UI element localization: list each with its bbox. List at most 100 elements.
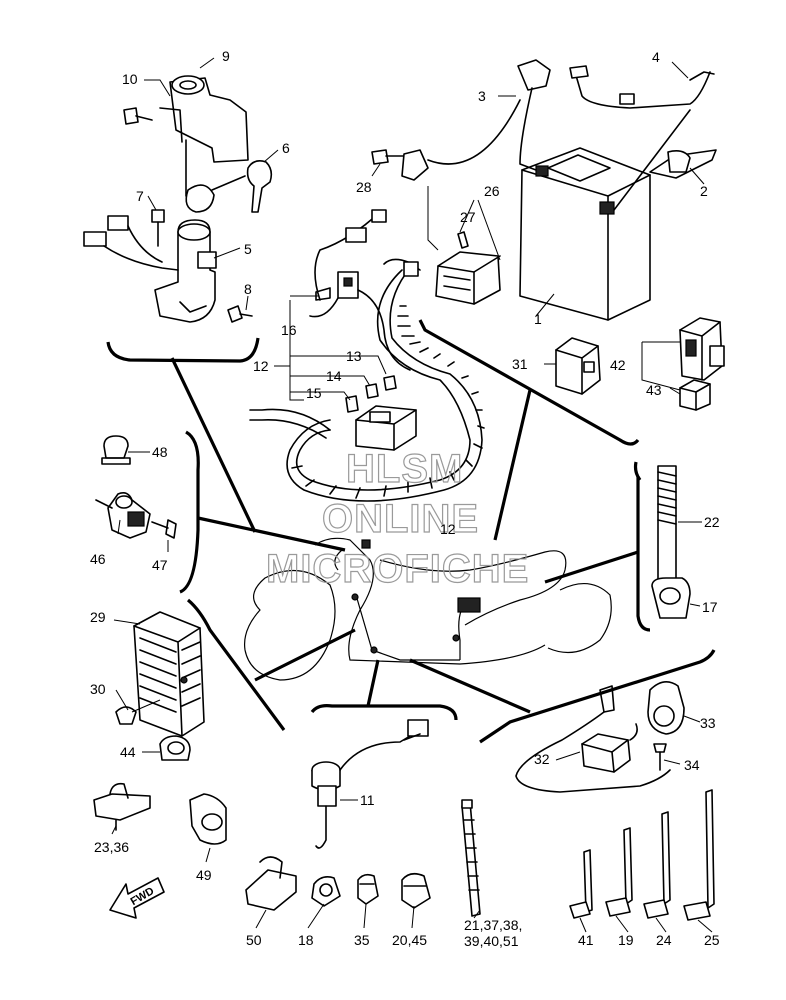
callout-35: 35 <box>354 932 370 948</box>
zone-lines <box>106 319 716 744</box>
callout-4: 4 <box>652 49 660 65</box>
watermark-line-3: MICROFICHE <box>266 547 529 591</box>
clamp-icon <box>101 435 131 465</box>
rectifier-regulator-icon <box>133 611 205 737</box>
relay-socket-icon <box>679 379 711 411</box>
wire-harness-icon <box>249 209 485 502</box>
callout-22: 22 <box>704 514 720 530</box>
cable-tie-icon <box>643 811 671 919</box>
callout-16: 16 <box>281 322 297 338</box>
ignition-switch-icon <box>154 139 217 323</box>
wire-connector-icon <box>83 215 179 271</box>
battery-cable-icon <box>517 59 551 171</box>
fuse-icon <box>383 375 397 391</box>
callout-6: 6 <box>282 140 290 156</box>
callout-33: 33 <box>700 715 716 731</box>
harness-leader-lines <box>274 295 387 401</box>
callout-26: 26 <box>484 183 500 199</box>
callout-31: 31 <box>512 356 528 372</box>
callout-2: 2 <box>700 183 708 199</box>
cable-tie-icon <box>605 827 633 917</box>
bolt-icon <box>151 209 165 247</box>
callout-41: 41 <box>578 932 594 948</box>
callout-11: 11 <box>360 792 375 808</box>
battery-icon <box>519 147 651 321</box>
relay-leader-line <box>641 341 681 391</box>
callout-labels: 1 2 3 4 5 6 7 8 9 10 11 12 12 13 14 15 1… <box>90 48 720 949</box>
callout-42: 42 <box>610 357 626 373</box>
callout-32: 32 <box>534 751 550 767</box>
callout-12-harness: 12 <box>253 358 269 374</box>
key-icon <box>211 160 273 213</box>
callout-50: 50 <box>246 932 262 948</box>
watermark-line-2: ONLINE <box>322 497 479 541</box>
callout-leader-lines <box>111 57 713 933</box>
callout-19: 19 <box>618 932 634 948</box>
relay-icon <box>555 337 601 395</box>
callout-15: 15 <box>306 385 322 401</box>
clamp-icon <box>93 782 151 831</box>
stud-bolt-icon <box>657 465 677 585</box>
screw-icon <box>653 743 667 771</box>
bolt-icon <box>371 149 405 165</box>
switch-icon <box>311 719 429 849</box>
callout-29: 29 <box>90 609 106 625</box>
battery-band-icon <box>649 149 717 179</box>
fuse-box-icon <box>355 405 417 451</box>
clamp-icon <box>311 876 341 907</box>
relay-icon <box>435 251 501 305</box>
callout-13: 13 <box>346 348 362 364</box>
callout-47: 47 <box>152 557 168 573</box>
fwd-label: FWD <box>129 885 157 908</box>
battery-group <box>517 59 717 321</box>
motorcycle-outline-icon <box>243 537 612 681</box>
callout-28: 28 <box>356 179 372 195</box>
callout-3: 3 <box>478 88 486 104</box>
watermark-line-1: HLSM <box>346 447 463 491</box>
bolt-icon <box>123 107 153 125</box>
callout-5: 5 <box>244 241 252 257</box>
clamp-icon <box>245 856 297 911</box>
callout-23-36: 23,36 <box>94 839 129 855</box>
cable-tie-icon <box>569 849 593 919</box>
bolt-icon <box>227 305 253 323</box>
callout-18: 18 <box>298 932 314 948</box>
callout-21-group-line-2: 39,40,51 <box>464 933 519 949</box>
callout-24: 24 <box>656 932 672 948</box>
ignition-bracket-icon <box>169 77 249 163</box>
callout-44: 44 <box>120 744 136 760</box>
nut-icon <box>115 699 161 725</box>
relay-icon <box>679 317 725 381</box>
fuse-icon <box>345 395 359 413</box>
battery-cable-icon <box>569 65 715 211</box>
callout-7: 7 <box>136 188 144 204</box>
cable-tie-icon <box>683 789 715 921</box>
callout-9: 9 <box>222 48 230 64</box>
sensor-icon <box>515 685 671 793</box>
callout-21-group-line-1: 21,37,38, <box>464 917 522 933</box>
clamp-icon <box>401 872 431 909</box>
fwd-arrow-icon: FWD <box>109 877 165 919</box>
callout-20-45: 20,45 <box>392 932 427 948</box>
callout-34: 34 <box>684 757 700 773</box>
callout-49: 49 <box>196 867 212 883</box>
callout-30: 30 <box>90 681 106 697</box>
clamp-icon <box>189 793 227 845</box>
callout-12-diagram: 12 <box>440 521 456 537</box>
callout-8: 8 <box>244 281 252 297</box>
cable-tie-icon <box>461 799 481 917</box>
callout-48: 48 <box>152 444 168 460</box>
clamp-icon <box>357 873 379 905</box>
callout-25: 25 <box>704 932 720 948</box>
ignition-switch-group <box>83 75 273 323</box>
rubber-boot-icon <box>647 681 685 735</box>
callout-14: 14 <box>326 368 342 384</box>
callout-27: 27 <box>460 209 476 225</box>
watermark: HLSM ONLINE MICROFICHE <box>265 446 529 591</box>
clip-icon <box>651 577 691 619</box>
callout-1: 1 <box>534 311 542 327</box>
callout-46: 46 <box>90 551 106 567</box>
fuse-icon <box>365 383 379 399</box>
